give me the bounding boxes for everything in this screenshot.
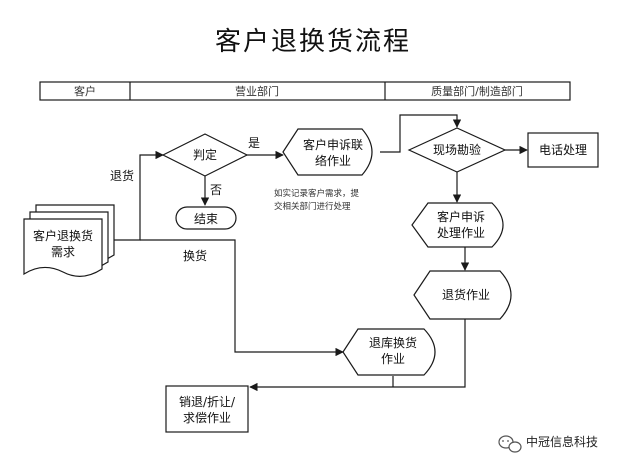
watermark: 中冠信息科技 bbox=[498, 434, 598, 453]
complaint-contact-label-1: 客户申诉联 bbox=[303, 137, 363, 152]
return-goods-label: 退货作业 bbox=[442, 287, 490, 302]
complaint-contact-label-2: 络作业 bbox=[315, 153, 351, 168]
connectors bbox=[110, 114, 528, 392]
watermark-text: 中冠信息科技 bbox=[526, 434, 598, 449]
edge-label-yes: 是 bbox=[248, 136, 260, 150]
judge-decision-node: 判定 bbox=[161, 133, 249, 177]
note-line-2: 交相关部门进行处理 bbox=[274, 201, 351, 212]
site-survey-decision-node: 现场勘验 bbox=[407, 127, 507, 173]
note-line-1: 如实记录客户需求，提 bbox=[274, 188, 360, 199]
complaint-handling-node: 客户申诉 处理作业 bbox=[411, 202, 504, 248]
settlement-node: 销退/折让/ 求偿作业 bbox=[165, 385, 249, 433]
phone-handling-node: 电话处理 bbox=[527, 132, 599, 168]
warehouse-exchange-label-1: 退库换货 bbox=[369, 335, 417, 350]
customer-request-node: 客户退换货 需求 bbox=[23, 204, 115, 277]
settlement-label-2: 求偿作业 bbox=[183, 410, 231, 425]
edge-label-return: 退货 bbox=[110, 168, 134, 183]
swimlane-header: 客户 营业部门 质量部门/制造部门 bbox=[39, 81, 571, 101]
complaint-handling-label-1: 客户申诉 bbox=[437, 209, 485, 224]
end-label: 结束 bbox=[194, 212, 218, 226]
warehouse-exchange-label-2: 作业 bbox=[381, 352, 405, 366]
complaint-contact-node: 客户申诉联 络作业 bbox=[282, 128, 373, 176]
customer-request-label-2: 需求 bbox=[51, 245, 75, 259]
lane-quality: 质量部门/制造部门 bbox=[431, 84, 523, 98]
end-terminal-node: 结束 bbox=[175, 206, 237, 230]
settlement-label-1: 销退/折让/ bbox=[179, 394, 236, 409]
page-title: 客户退换货流程 bbox=[215, 27, 411, 57]
phone-handling-label: 电话处理 bbox=[539, 143, 587, 157]
edge-label-exchange: 换货 bbox=[183, 248, 207, 263]
warehouse-exchange-node: 退库换货 作业 bbox=[342, 328, 436, 376]
judge-label: 判定 bbox=[193, 147, 217, 162]
site-survey-label: 现场勘验 bbox=[433, 142, 481, 157]
lane-customer: 客户 bbox=[74, 84, 96, 98]
lane-sales: 营业部门 bbox=[235, 84, 279, 98]
customer-request-label-1: 客户退换货 bbox=[33, 228, 93, 243]
wechat-icon bbox=[498, 435, 522, 453]
return-goods-node: 退货作业 bbox=[413, 270, 512, 320]
complaint-handling-label-2: 处理作业 bbox=[437, 226, 485, 240]
edge-label-no: 否 bbox=[210, 183, 222, 197]
